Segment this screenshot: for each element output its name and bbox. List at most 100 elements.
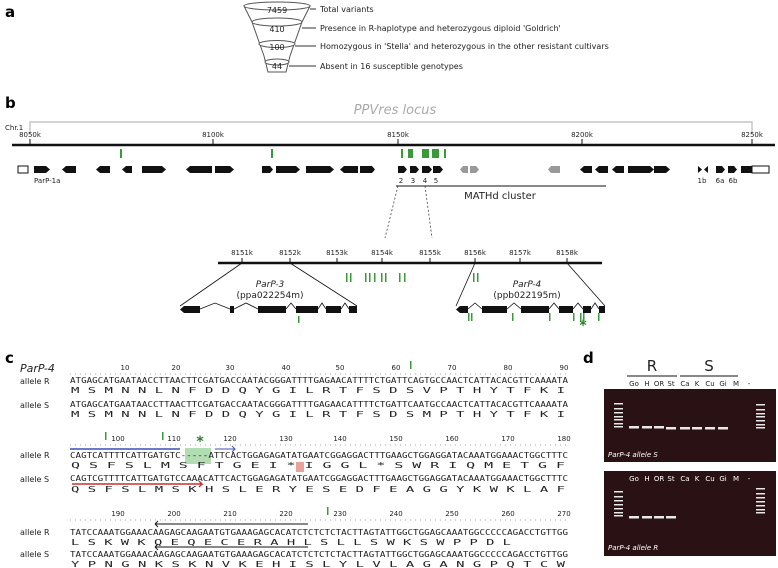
parp4-gene-model: * [456,302,605,334]
tick-8050k: 8050k [19,131,42,139]
panel-c-label: c [5,349,14,367]
allele-r-seq-3: TATCCAAATGGAAACAAGAGCAAGAATGTGAAAGAGCACA… [70,528,569,537]
ruler-50: 50 [336,364,345,372]
parp3-gene-model [180,302,357,323]
allele-s-seq-2: CAGTCGTTTTCATTGATGTCCAAACATTCACTGGAGAGAT… [70,474,568,483]
parp3-guides [179,262,358,307]
gel-bottom: Go H OR St Ca K Cu Gi M - [604,471,776,556]
deletion-asterisk: * [196,434,204,450]
lane-go-bottom: Go [629,475,639,483]
gene-parp-1a [34,166,50,173]
variant-markers [120,149,446,158]
count-absent: 44 [272,62,282,71]
zoom-tick-8151k: 8151k [231,249,254,257]
parp4-title: ParP-4 [20,362,55,375]
zoom-guides [384,185,433,239]
gel-background-top [604,389,776,462]
ruler-140: 140 [333,435,346,443]
tick-8150k: 8150k [387,131,410,139]
funnel-counts: 7459 410 100 44 [267,6,287,71]
ruler-270: 270 [557,510,570,518]
lane-neg-top: - [748,380,751,388]
gene-label-2: 2 [399,177,403,185]
reverse-primer-arrow-s [154,543,308,551]
seq-block-2: 100 110 120 130 140 150 160 170 180 * al… [20,432,571,494]
gene-label-5: 5 [434,177,438,185]
ruler-120: 120 [223,435,236,443]
lane-cu-bottom: Cu [705,475,714,483]
allele-s-aa-1: M S M N N L N F D D Q Y G I L R T F S D … [71,410,565,419]
zoom-ticks [241,258,568,263]
seq-block-1: 10 20 30 40 50 60 70 80 90 allele R ATGA… [20,361,569,419]
variant-funnel [243,1,311,73]
parp4-guides [455,262,606,307]
chromosome-ticks [29,139,753,145]
lane-cu-top: Cu [705,380,714,388]
allele-r-label-2: allele R [20,451,50,460]
gene-4 [422,166,432,173]
group-s-label: S [704,357,714,375]
gene-label-6b: 6b [729,177,738,185]
gene-label-3: 3 [411,177,415,185]
allele-r-seq-1: ATGAGCATGAATAACCTTAACTTCGATGACCAATACGGGA… [70,376,569,385]
ruler-260: 260 [501,510,514,518]
ruler-160: 160 [445,435,458,443]
allele-s-seq-3: TATCCAAATGGAAACAAGAGCAAGAATGTGAAAGAGCACA… [70,550,569,559]
seq-block-3: 190 200 210 220 230 240 250 260 270 alle… [20,507,571,568]
ruler-200: 200 [167,510,180,518]
ruler-170: 170 [501,435,514,443]
ruler-110: 110 [167,435,180,443]
allele-r-label-1: allele R [20,377,50,386]
count-homozygous: 100 [269,43,284,52]
primer-red-arrow [72,480,204,488]
mathd-cluster-label: MATHd cluster [464,191,537,202]
lane-ca-bottom: Ca [680,475,689,483]
lane-go-top: Go [629,380,639,388]
sample-bands-top [629,426,728,430]
ladder-bottom-right [756,488,765,514]
ruler-220: 220 [279,510,292,518]
gene-label-1b: 1b [698,177,707,185]
zoom-tick-8155k: 8155k [419,249,442,257]
lane-or-top: OR [654,380,665,388]
lane-labels-top: Go H OR St Ca K Cu Gi M - [629,380,751,388]
ruler-150: 150 [389,435,402,443]
allele-r-aa-3: L S K W K Q E Q E C E R A H L S L L S W … [71,538,512,547]
gene-label-parp-1a: ParP-1a [34,177,60,185]
lane-gi-top: Gi [719,380,726,388]
level-label-total: Total variants [319,5,374,14]
lane-h-top: H [644,380,649,388]
allele-r-seq-2: CAGTCATTTTCATTGATGTC-----ATTCACTGGAGAGAT… [70,451,568,460]
locus-title: PPVres locus [354,103,437,118]
deletion-highlight [185,448,211,464]
funnel-legend [289,8,316,67]
stop-codon-highlight [296,462,304,472]
gene-6a [716,166,725,173]
ruler-30: 30 [226,364,235,372]
gene-3 [410,166,419,173]
chromosome-label: Chr.1 [5,124,23,132]
ruler-210: 210 [223,510,236,518]
gene-label-4: 4 [423,177,428,185]
zoom-tick-8154k: 8154k [371,249,394,257]
group-r-label: R [647,357,657,375]
count-presence: 410 [269,25,284,34]
lane-m-bottom: M [733,475,739,483]
tick-8100k: 8100k [202,131,225,139]
gel-background-bottom [604,471,776,556]
ladder-top-right [756,404,765,429]
lane-k-bottom: K [695,475,700,483]
gel-top-caption: ParP-4 allele S [608,451,658,459]
gene-2 [398,166,407,173]
ruler-180: 180 [557,435,570,443]
ruler-10: 10 [121,364,130,372]
allele-s-label-2: allele S [20,475,49,484]
lane-neg-bottom: - [748,475,751,483]
gene-track [17,165,770,174]
gel-top: Go H OR St Ca K Cu Gi M - [604,380,776,462]
allele-s-seq-1: ATGAGCATGAATAACCTTAACTTCGATGACCAATACGGGA… [70,400,569,409]
gene-label-6a: 6a [716,177,725,185]
ruler-100: 100 [111,435,124,443]
zoom-variant-markers [346,273,479,282]
